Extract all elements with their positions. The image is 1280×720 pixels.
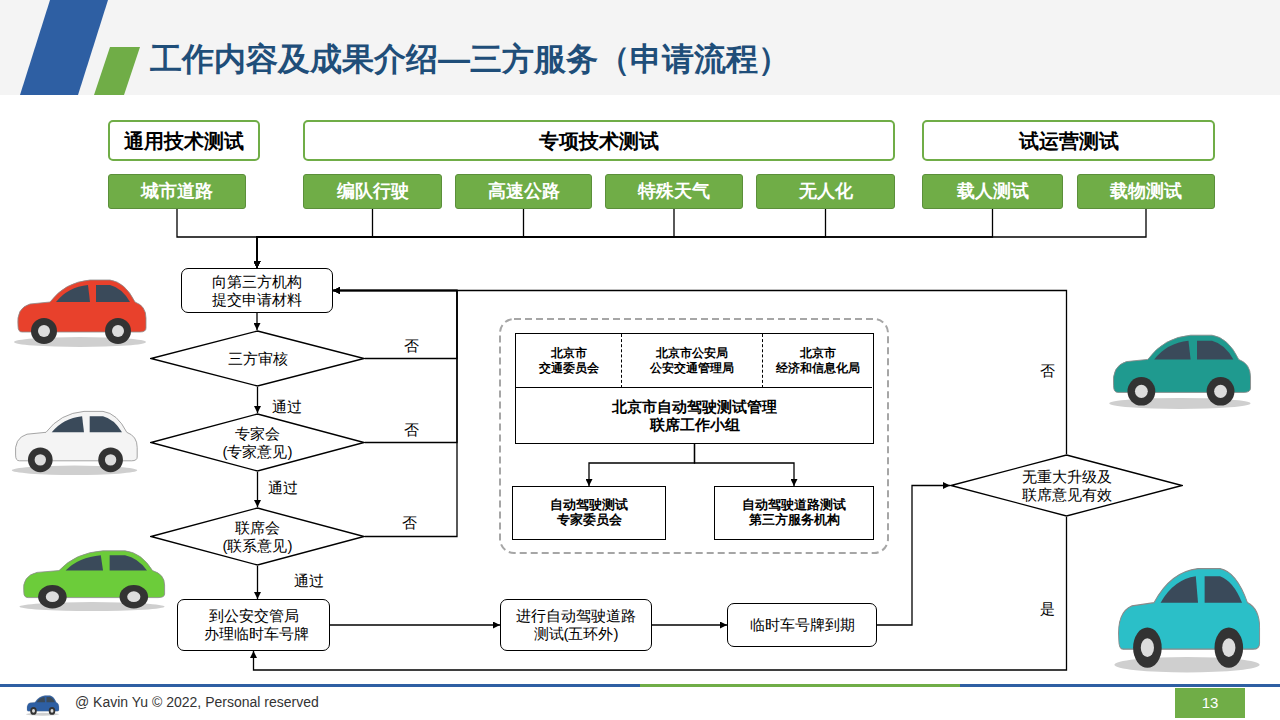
flow-connector (257, 472, 258, 507)
node-text: 专家会 (专家意见) (213, 425, 303, 461)
node-text: 自动驾驶测试 专家委员会 (544, 498, 634, 528)
flow-connector (333, 291, 457, 443)
node-text: 向第三方机构 提交申请材料 (207, 273, 307, 309)
category-tag: 特殊天气 (605, 174, 743, 209)
node-text: 北京市自动驾驶测试管理 联席工作小组 (607, 398, 782, 434)
diamond-outline (151, 331, 364, 386)
process-box: 向第三方机构 提交申请材料 (181, 268, 333, 313)
department-cell: 北京市 经济和信息化局 (763, 334, 872, 388)
page-number: 13 (1175, 688, 1245, 718)
flow-connector (257, 566, 258, 599)
node-text: 载人测试 (957, 181, 1029, 203)
category-header: 专项技术测试 (303, 120, 895, 161)
edge-label: 通过 (294, 572, 324, 591)
node-text: 三方审核 (228, 350, 288, 368)
department-cell: 北京市 交通委员会 (516, 334, 622, 388)
process-box: 进行自动驾驶道路 测试(五环外) (500, 599, 652, 651)
flow-connector (695, 444, 795, 486)
category-tag: 无人化 (756, 174, 895, 209)
node-text: 北京市 经济和信息化局 (773, 346, 863, 375)
process-box: 到公安交管局 办理临时车号牌 (177, 599, 330, 651)
header-accent (20, 0, 108, 95)
node-text: 进行自动驾驶道路 测试(五环外) (514, 607, 639, 643)
flow-connector (257, 387, 258, 413)
node-text: 编队行驶 (337, 181, 409, 203)
flow-connector (333, 291, 1067, 455)
car-illustration (12, 411, 137, 475)
diamond-outline (951, 455, 1182, 516)
edge-label: 通过 (272, 398, 302, 417)
header-accent (94, 47, 140, 95)
edge-label: 通过 (268, 479, 298, 498)
flow-connector (177, 209, 257, 268)
edge-label: 是 (1040, 600, 1055, 619)
footer-icon (26, 696, 59, 716)
slide-title: 工作内容及成果介绍—三方服务（申请流程） (150, 38, 790, 82)
category-tag: 城市道路 (108, 174, 246, 209)
node-text: 城市道路 (141, 181, 213, 203)
edge-label: 否 (1040, 362, 1055, 381)
node-text: 到公安交管局 办理临时车号牌 (204, 607, 304, 643)
node-text: 试运营测试 (1019, 129, 1119, 153)
decision-diamond: 无重大升级及 联席意见有效 (950, 454, 1183, 517)
node-text: 自动驾驶道路测试 第三方服务机构 (738, 498, 850, 528)
flow-connector (257, 209, 373, 268)
flow-connector (589, 444, 695, 486)
node-text: 北京市公安局 公安交通管理局 (647, 346, 737, 375)
category-tag: 载物测试 (1077, 174, 1215, 209)
edge-label: 否 (402, 514, 417, 533)
node-text: 联席会 (联系意见) (213, 519, 303, 555)
node-text: 通用技术测试 (124, 129, 244, 153)
flow-connector (330, 624, 500, 625)
department-cell: 北京市公安局 公安交通管理局 (622, 334, 763, 388)
node-text: 高速公路 (488, 181, 560, 203)
group-frame (500, 319, 888, 553)
car-illustration (14, 280, 146, 347)
footer-note: @ Kavin Yu © 2022, Personal reserved (75, 694, 319, 710)
decision-diamond: 三方审核 (150, 330, 365, 387)
category-tag: 载人测试 (922, 174, 1063, 209)
node-text: 专项技术测试 (539, 129, 659, 153)
decision-diamond: 联席会 (联系意见) (150, 507, 365, 566)
diamond-outline (151, 508, 364, 565)
car-illustration (1114, 569, 1259, 673)
flow-connector (333, 291, 457, 537)
node-text: 无人化 (799, 181, 853, 203)
committee-box: 自动驾驶测试 专家委员会 (512, 486, 666, 540)
flow-connector (257, 209, 826, 268)
diamond-outline (151, 414, 364, 471)
node-text: 无重大升级及 联席意见有效 (1015, 468, 1119, 504)
car-illustration (19, 551, 164, 611)
flow-connector (257, 209, 1146, 268)
flow-connector (877, 486, 950, 626)
category-header: 通用技术测试 (108, 120, 260, 161)
edge-label: 否 (404, 421, 419, 440)
category-header: 试运营测试 (922, 120, 1215, 161)
category-tag: 编队行驶 (303, 174, 442, 209)
footer-rule (0, 684, 1280, 687)
flow-connector (257, 209, 524, 268)
flow-connector (333, 291, 457, 359)
flow-connector (257, 209, 993, 268)
decision-diamond: 专家会 (专家意见) (150, 413, 365, 472)
flow-connector (257, 209, 674, 268)
node-text: 载物测试 (1110, 181, 1182, 203)
node-text: 特殊天气 (638, 181, 710, 203)
node-text: 临时车号牌到期 (750, 616, 855, 634)
category-tag: 高速公路 (455, 174, 592, 209)
car-illustration (1109, 335, 1250, 409)
flow-connector (652, 624, 727, 625)
footer-rule (640, 684, 960, 687)
node-text: 北京市 交通委员会 (534, 346, 604, 375)
header-band (0, 0, 1280, 95)
edge-label: 否 (404, 337, 419, 356)
org-box: 北京市自动驾驶测试管理 联席工作小组北京市 交通委员会 北京市公安局 公安交通管理… (515, 333, 874, 444)
flow-connector (256, 313, 257, 330)
process-box: 临时车号牌到期 (727, 603, 877, 647)
committee-box: 自动驾驶道路测试 第三方服务机构 (714, 486, 874, 540)
